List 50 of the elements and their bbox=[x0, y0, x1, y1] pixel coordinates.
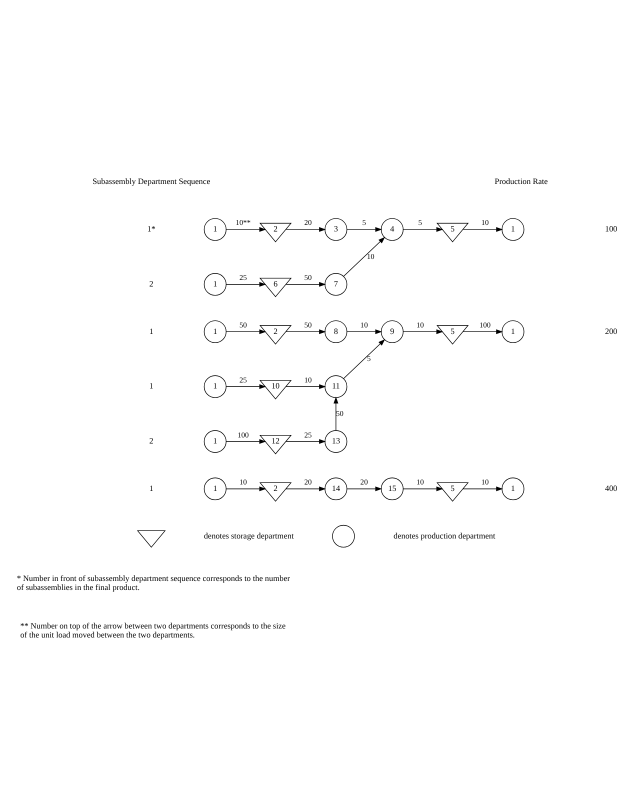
edge-label: 5 bbox=[367, 354, 371, 363]
arrow bbox=[346, 486, 382, 491]
edge-label: 50 bbox=[336, 408, 344, 418]
arrow bbox=[402, 226, 444, 232]
edge-label: 10 bbox=[481, 477, 489, 486]
arrow bbox=[286, 438, 326, 444]
edge-label: 100 bbox=[237, 430, 249, 439]
arrow bbox=[226, 384, 266, 388]
edge-label: 10 bbox=[360, 320, 368, 329]
arrow bbox=[286, 281, 326, 286]
edge-label: 20 bbox=[304, 218, 312, 227]
node-triangle bbox=[136, 530, 166, 548]
arrow bbox=[462, 226, 504, 232]
edge-label: 5 bbox=[418, 218, 422, 227]
arrow bbox=[226, 281, 266, 286]
edge-label: 10 bbox=[239, 477, 247, 486]
edge-label: 50 bbox=[239, 320, 247, 329]
arrow bbox=[286, 486, 326, 491]
arrow bbox=[346, 226, 382, 232]
arrow bbox=[286, 384, 326, 388]
arrow bbox=[226, 486, 266, 491]
arrow bbox=[226, 226, 266, 232]
edge-label: 25 bbox=[304, 430, 312, 439]
arrow bbox=[343, 338, 386, 378]
arrow bbox=[343, 236, 386, 276]
arrow bbox=[462, 486, 504, 491]
edge-label: 10 bbox=[481, 218, 489, 227]
arrow bbox=[226, 438, 266, 444]
arrow bbox=[226, 328, 266, 334]
edge-label: 50 bbox=[304, 320, 312, 329]
arrow bbox=[462, 328, 504, 334]
edge-label: 10 bbox=[304, 374, 312, 384]
arrow bbox=[286, 226, 326, 232]
arrow bbox=[286, 328, 326, 334]
edge-label: 25 bbox=[239, 272, 247, 282]
edge-label: 20 bbox=[304, 477, 312, 486]
node-circle bbox=[332, 524, 355, 548]
arrow bbox=[334, 396, 338, 430]
edge-label: 100 bbox=[479, 320, 491, 329]
edge-label: 10 bbox=[416, 320, 424, 329]
arrow bbox=[402, 486, 444, 491]
edge-label: 20 bbox=[360, 477, 368, 486]
edge-label: 10 bbox=[366, 251, 374, 260]
arrow bbox=[346, 328, 382, 334]
arrow bbox=[402, 328, 444, 334]
edge-label: 10 bbox=[416, 477, 424, 486]
edge-label: 5 bbox=[362, 218, 366, 227]
edge-label: 10** bbox=[236, 218, 251, 227]
edge-label: 25 bbox=[239, 374, 247, 384]
edge-label: 50 bbox=[304, 272, 312, 282]
